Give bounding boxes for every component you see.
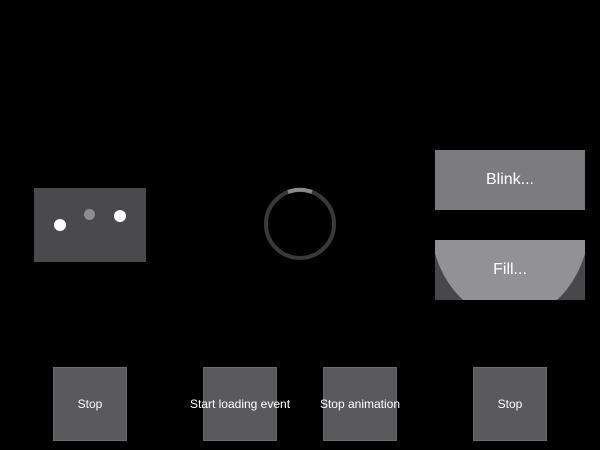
blink-button[interactable]: Blink... xyxy=(435,150,585,210)
loading-dot-3 xyxy=(114,210,126,222)
spinner-ring-icon xyxy=(264,187,336,260)
fill-button[interactable]: Fill... xyxy=(435,240,585,300)
start-loading-event-button[interactable]: Start loading event xyxy=(190,367,290,441)
spinner-track xyxy=(264,188,336,260)
stop-animation-label: Stop animation xyxy=(319,397,401,411)
stop-left-label: Stop xyxy=(77,397,103,411)
fill-button-label: Fill... xyxy=(493,261,527,278)
stop-animation-button[interactable]: Stop animation xyxy=(319,367,401,441)
start-loading-event-label: Start loading event xyxy=(189,397,291,411)
stop-right-button[interactable]: Stop xyxy=(473,367,547,441)
stop-left-button[interactable]: Stop xyxy=(53,367,127,441)
loading-dot-1 xyxy=(54,219,66,231)
blink-button-label: Blink... xyxy=(485,171,534,188)
fill-progress-shape xyxy=(435,240,585,300)
dots-loading-indicator xyxy=(34,188,146,262)
spinner-arc xyxy=(287,187,313,194)
stop-right-label: Stop xyxy=(497,397,523,411)
loading-dot-2 xyxy=(84,209,95,220)
